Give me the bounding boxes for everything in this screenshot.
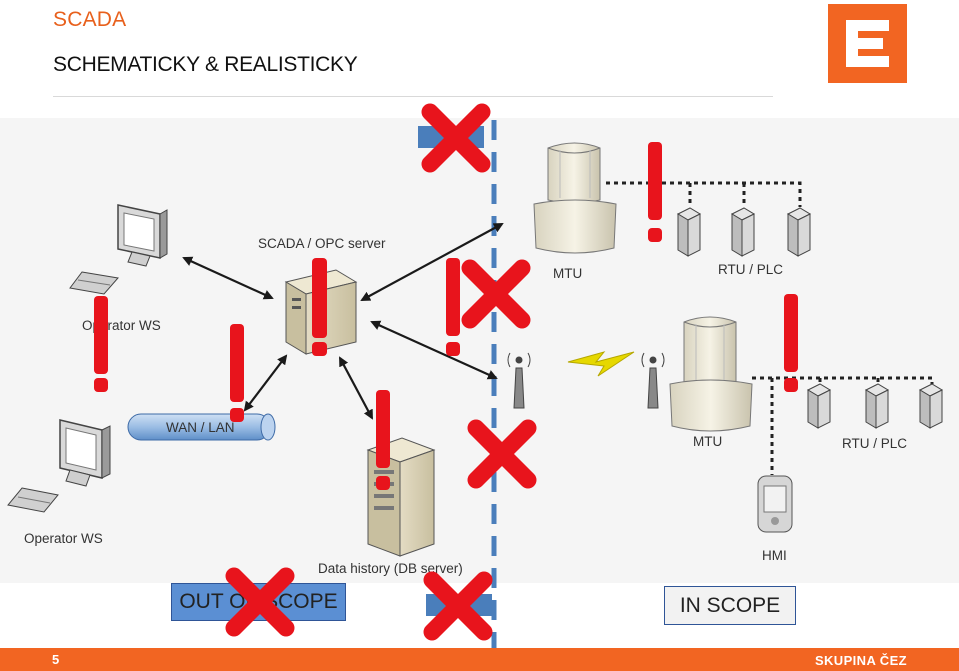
label-wan-lan: WAN / LAN <box>166 420 235 435</box>
slide-title: SCADA <box>53 8 127 31</box>
label-rtu-plc-2: RTU / PLC <box>842 436 907 451</box>
antenna-right-icon <box>641 352 665 409</box>
rtu-plc-top-icons <box>676 207 812 257</box>
exclamation-icon <box>784 294 798 392</box>
arrow-server-db <box>339 356 373 420</box>
exclamation-icon <box>230 324 244 422</box>
exclamation-icon <box>312 258 327 356</box>
operator-ws-1-icon <box>69 204 168 295</box>
arrow-server-mtu <box>360 223 504 301</box>
exclamation-icon <box>94 296 108 392</box>
label-mtu-1: MTU <box>553 266 582 281</box>
arrow-wan-server <box>243 354 288 412</box>
brand-name: SKUPINA ČEZ <box>814 653 907 668</box>
rtu-plc-bottom-icons <box>806 383 944 429</box>
operator-ws-2-icon <box>7 419 111 513</box>
exclamation-icon <box>446 258 460 356</box>
in-scope-box: IN SCOPE <box>664 586 796 625</box>
page-number: 5 <box>52 652 60 667</box>
cross-icon <box>225 567 295 637</box>
label-rtu-plc-1: RTU / PLC <box>718 262 783 277</box>
mtu-2-icon <box>669 316 753 432</box>
cez-logo <box>828 4 907 83</box>
slide-subtitle: SCHEMATICKY & REALISTICKY <box>53 53 358 76</box>
rtu-bus-bottom <box>752 376 934 475</box>
label-scada-server: SCADA / OPC server <box>258 236 386 251</box>
rtu-bus-top <box>606 181 802 207</box>
footer-bar <box>0 648 959 671</box>
label-data-history: Data history (DB server) <box>318 561 463 576</box>
label-mtu-2: MTU <box>693 434 722 449</box>
label-operator-ws-2: Operator WS <box>24 531 103 546</box>
cross-marks <box>421 103 537 641</box>
cross-icon <box>421 103 491 173</box>
exclamation-icon <box>648 142 662 242</box>
label-hmi: HMI <box>762 548 787 563</box>
cross-icon <box>461 259 531 329</box>
warning-marks <box>94 142 798 490</box>
mtu-1-icon <box>533 142 617 254</box>
arrow-server-antenna <box>370 320 498 380</box>
arrow-ws1-server <box>182 256 274 300</box>
header-divider <box>53 96 773 97</box>
cross-icon <box>423 571 493 641</box>
scada-network-diagram: SCADA / OPC server Operator WS WAN / LAN… <box>0 103 959 648</box>
label-operator-ws-1: Operator WS <box>82 318 161 333</box>
diagram-background <box>0 118 959 583</box>
cross-icon <box>467 419 537 489</box>
hmi-icon <box>757 475 793 533</box>
network-arrows <box>182 223 504 420</box>
antenna-left-icon <box>507 352 531 409</box>
exclamation-icon <box>376 390 390 490</box>
wireless-link-bolt <box>567 351 635 377</box>
